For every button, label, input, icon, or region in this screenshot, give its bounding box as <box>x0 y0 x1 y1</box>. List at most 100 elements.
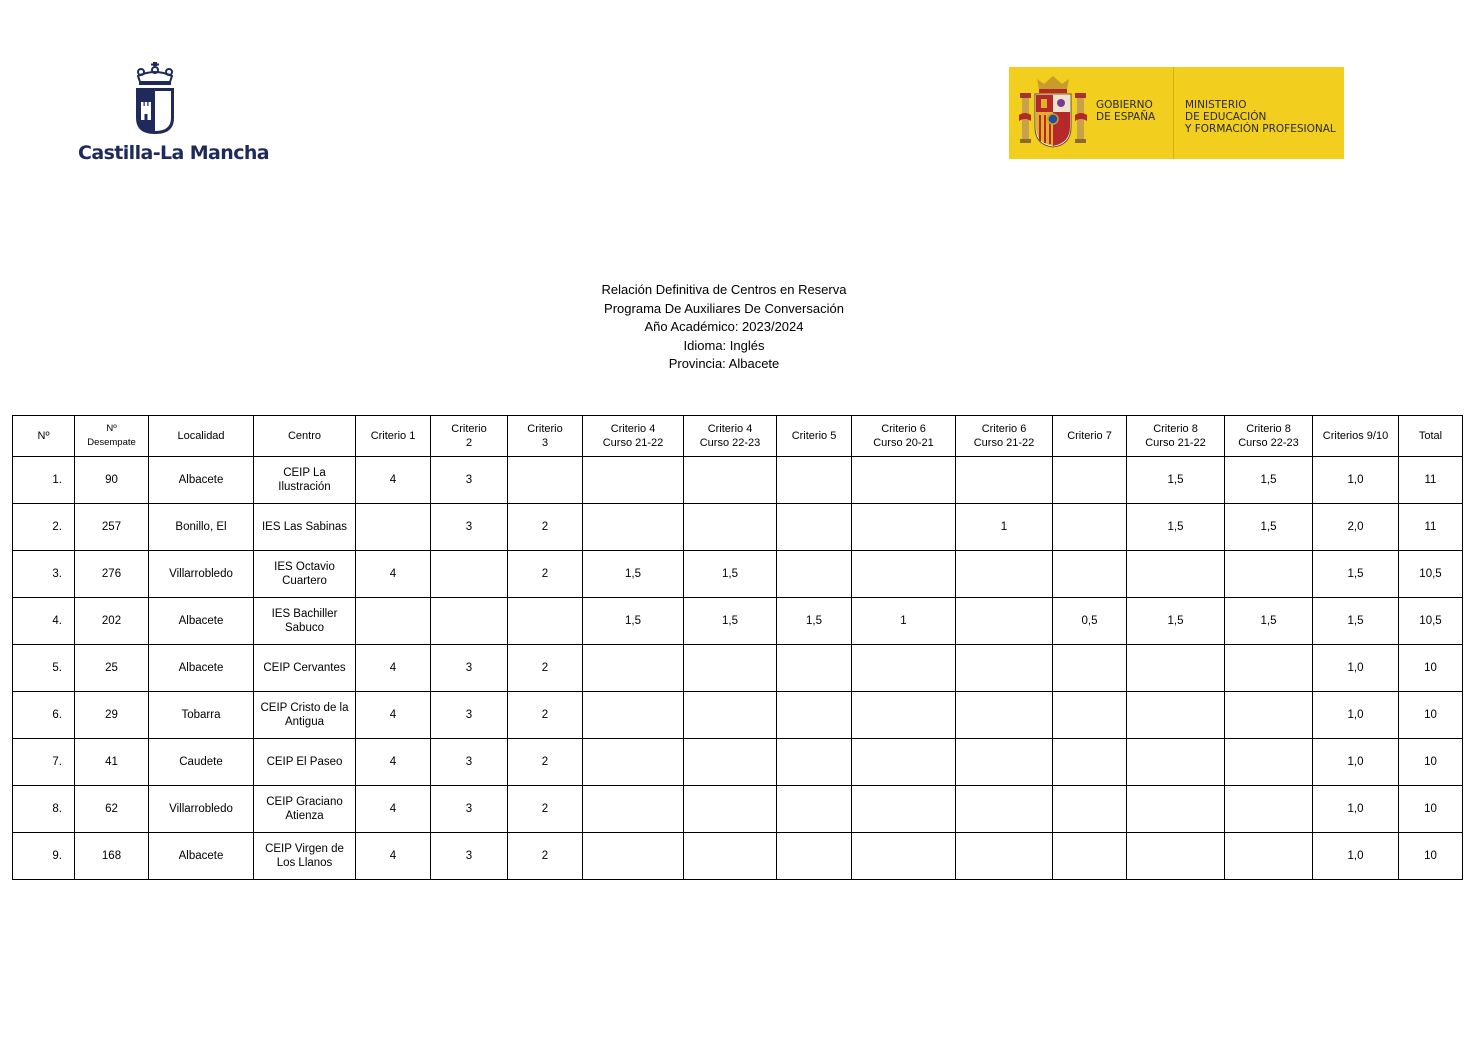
table-cell: 276 <box>74 550 149 598</box>
gobierno-espana-logo: GOBIERNO DE ESPAÑA MINISTERIO DE EDUCACI… <box>1009 67 1344 159</box>
table-cell <box>582 456 684 504</box>
table-cell <box>851 832 956 880</box>
table-cell: 1,5 <box>1224 456 1313 504</box>
table-cell: Bonillo, El <box>148 503 254 551</box>
table-cell: 4 <box>355 550 431 598</box>
column-header-line: Centro <box>287 430 322 442</box>
table-cell: 2 <box>507 691 583 739</box>
table-cell <box>955 832 1053 880</box>
table-cell: 1,5 <box>683 597 777 645</box>
column-header-line: Criterio 5 <box>791 430 837 442</box>
table-cell: 4 <box>355 738 431 786</box>
table-cell <box>1052 503 1127 551</box>
spain-coat-of-arms-icon <box>1019 76 1087 148</box>
table-cell <box>582 503 684 551</box>
table-cell: 3 <box>430 503 508 551</box>
table-cell: 2,0 <box>1312 503 1399 551</box>
table-cell: 1,5 <box>582 597 684 645</box>
column-header-line: Criterio 6 <box>881 423 926 435</box>
table-cell <box>1052 785 1127 833</box>
table-cell: Villarrobledo <box>148 550 254 598</box>
column-header-line: Criterio 7 <box>1067 430 1112 442</box>
table-cell <box>1126 785 1225 833</box>
table-cell: CEIP El Paseo <box>253 738 356 786</box>
table-cell: 4 <box>355 456 431 504</box>
table-cell: Tobarra <box>148 691 254 739</box>
ministerio-text-line: DE EDUCACIÓN <box>1185 111 1267 123</box>
table-cell: CEIP Graciano Atienza <box>253 785 356 833</box>
column-header-line: Criterio <box>527 423 563 435</box>
table-cell: 3 <box>430 785 508 833</box>
table-cell: 1 <box>851 597 956 645</box>
table-cell <box>955 691 1053 739</box>
table-cell <box>851 503 956 551</box>
table-cell: 1,5 <box>1312 550 1399 598</box>
column-header: Criterio 7 <box>1052 415 1127 457</box>
table-cell: 1,5 <box>683 550 777 598</box>
table-cell: 1,5 <box>1126 456 1225 504</box>
table-cell <box>683 503 777 551</box>
table-cell <box>582 785 684 833</box>
document-heading: Relación Definitiva de Centros en Reserv… <box>0 281 1448 374</box>
table-cell: 62 <box>74 785 149 833</box>
table-cell: Albacete <box>148 456 254 504</box>
table-cell: 10 <box>1398 691 1463 739</box>
table-cell: 25 <box>74 644 149 692</box>
table-cell: 90 <box>74 456 149 504</box>
table-cell: Albacete <box>148 597 254 645</box>
table-cell: CEIP Virgen de Los Llanos <box>253 832 356 880</box>
table-cell: 10 <box>1398 644 1463 692</box>
table-cell: 10 <box>1398 785 1463 833</box>
table-cell: 3 <box>430 738 508 786</box>
heading-program: Programa De Auxiliares De Conversación <box>604 300 844 316</box>
column-header: Criterio 3 <box>507 415 583 457</box>
ministerio-text-line: Y FORMACIÓN PROFESIONAL <box>1185 123 1336 135</box>
table-cell: 1,0 <box>1312 644 1399 692</box>
table-cell: 1,0 <box>1312 785 1399 833</box>
table-cell: 5. <box>12 644 75 692</box>
column-header-line: Nº <box>106 423 117 434</box>
table-cell <box>1224 738 1313 786</box>
column-header-line: Criterio 6 <box>981 423 1027 435</box>
table-cell: 1,5 <box>1126 503 1225 551</box>
column-header: Localidad <box>148 415 254 457</box>
table-cell <box>1224 691 1313 739</box>
table-cell: 3 <box>430 832 508 880</box>
table-cell: 1,5 <box>1224 503 1313 551</box>
table-cell <box>776 691 852 739</box>
column-header-line: Curso 21-22 <box>1145 437 1206 449</box>
table-cell: 202 <box>74 597 149 645</box>
table-cell: 41 <box>74 738 149 786</box>
table-cell <box>1126 644 1225 692</box>
table-cell <box>1224 785 1313 833</box>
table-cell: CEIP La Ilustración <box>253 456 356 504</box>
column-header: Criterio 5 <box>776 415 852 457</box>
table-cell: 1,5 <box>1126 597 1225 645</box>
column-header-line: 3 <box>541 437 549 449</box>
table-cell: 2 <box>507 550 583 598</box>
castilla-la-mancha-logo: Castilla-La Mancha <box>78 62 270 166</box>
table-cell: 11 <box>1398 503 1463 551</box>
table-cell: 3. <box>12 550 75 598</box>
table-cell: 3 <box>430 456 508 504</box>
table-cell: 4 <box>355 691 431 739</box>
table-cell: 11 <box>1398 456 1463 504</box>
table-cell <box>582 738 684 786</box>
column-header-line: Total <box>1418 430 1443 442</box>
gobierno-text: GOBIERNO DE ESPAÑA <box>1096 99 1155 123</box>
table-cell: 10 <box>1398 832 1463 880</box>
column-header: Nº <box>12 415 75 457</box>
column-header-line: Criterio <box>451 423 487 435</box>
table-cell <box>1052 644 1127 692</box>
table-cell: 4 <box>355 785 431 833</box>
table-cell <box>582 691 684 739</box>
table-cell <box>507 597 583 645</box>
